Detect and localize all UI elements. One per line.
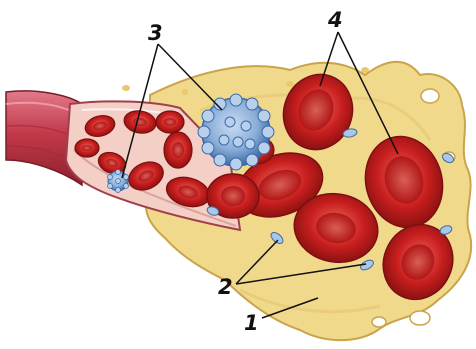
label-platelets: 2: [218, 275, 233, 299]
label-red-blood-cells: 4: [327, 8, 343, 32]
label-plasma: 1: [244, 311, 259, 335]
label-white-blood-cells: 3: [148, 21, 163, 45]
